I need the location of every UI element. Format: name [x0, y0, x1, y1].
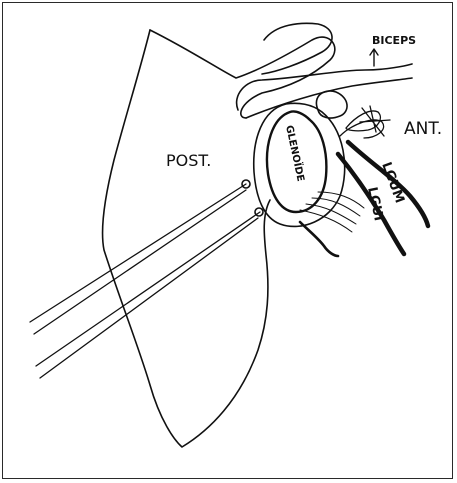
label-posterior: POST.	[166, 151, 211, 170]
label-lgum: LGUM	[378, 160, 407, 205]
ligament-inner-band	[300, 222, 338, 256]
label-glenoid: GLENOÏDE	[283, 124, 309, 183]
instrument-upper	[30, 184, 246, 334]
capsule-lines	[300, 192, 364, 232]
label-anterior: ANT.	[404, 119, 442, 139]
label-lgui: LGUI	[364, 186, 386, 223]
coracoid-upper	[237, 64, 412, 110]
biceps-arrow	[370, 49, 378, 66]
scapula-outline	[102, 30, 270, 447]
instrument-lower	[36, 212, 260, 378]
coracoid-tip	[316, 91, 347, 118]
label-biceps: BICEPS	[372, 34, 416, 47]
